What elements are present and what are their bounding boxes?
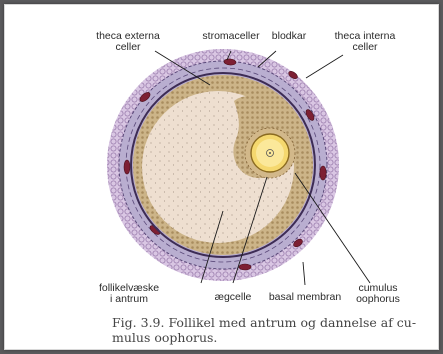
figure-caption-line2: mulus oophorus. bbox=[112, 330, 217, 345]
label-blodkar: blodkar bbox=[272, 30, 307, 42]
label-cumulus-line2: oophorus bbox=[356, 293, 400, 305]
label-aegcelle: ægcelle bbox=[215, 291, 252, 303]
label-stromaceller: stromaceller bbox=[202, 30, 260, 42]
oocyte bbox=[251, 134, 289, 172]
label-follikelvaeske-line2: i antrum bbox=[110, 293, 148, 305]
follicle-diagram: theca externa celler stromaceller blodka… bbox=[5, 5, 438, 349]
label-theca-interna-line2: celler bbox=[352, 41, 378, 53]
figure-caption: Fig. 3.9. Follikel med antrum og dannels… bbox=[112, 315, 416, 330]
label-theca-externa-line2: celler bbox=[115, 41, 141, 53]
figure-frame: theca externa celler stromaceller blodka… bbox=[4, 4, 439, 350]
label-basal-membran: basal membran bbox=[269, 291, 342, 303]
